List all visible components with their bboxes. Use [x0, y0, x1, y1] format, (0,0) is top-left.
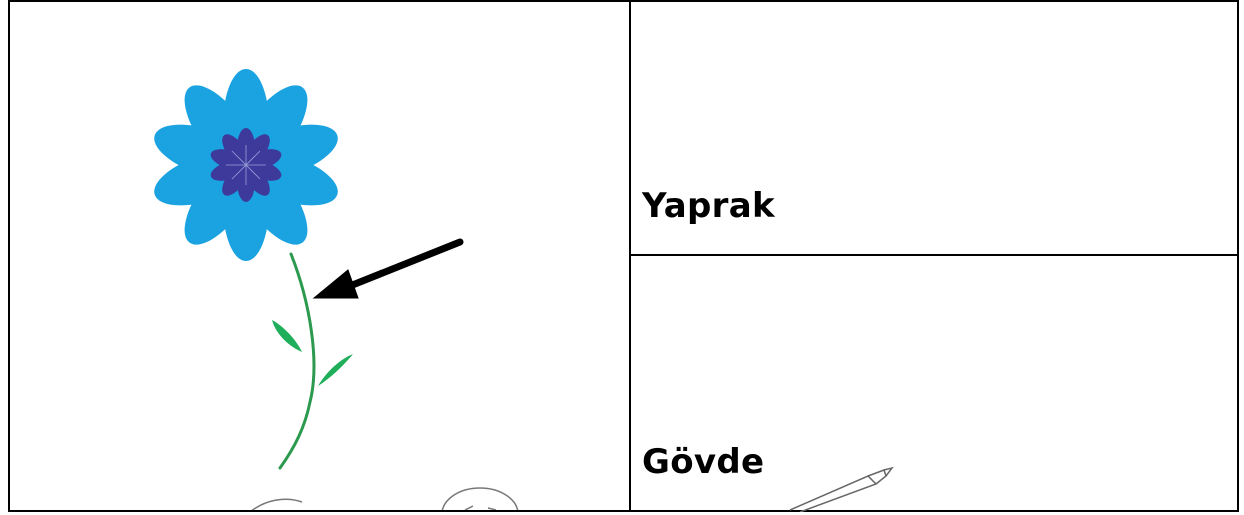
leaf-left [272, 320, 302, 352]
leaf-right [318, 354, 353, 386]
row-divider [631, 254, 1237, 256]
flower-stem [280, 254, 314, 468]
column-divider [629, 2, 631, 510]
worksheet-table: Yaprak Gövde [8, 0, 1239, 512]
flower-illustration [10, 2, 629, 510]
pencil-sketch-decoration [780, 464, 900, 512]
label-yaprak: Yaprak [642, 186, 775, 226]
pointer-arrow [314, 242, 460, 298]
label-govde: Gövde [642, 442, 764, 482]
bottom-sketch-decoration [250, 488, 518, 510]
